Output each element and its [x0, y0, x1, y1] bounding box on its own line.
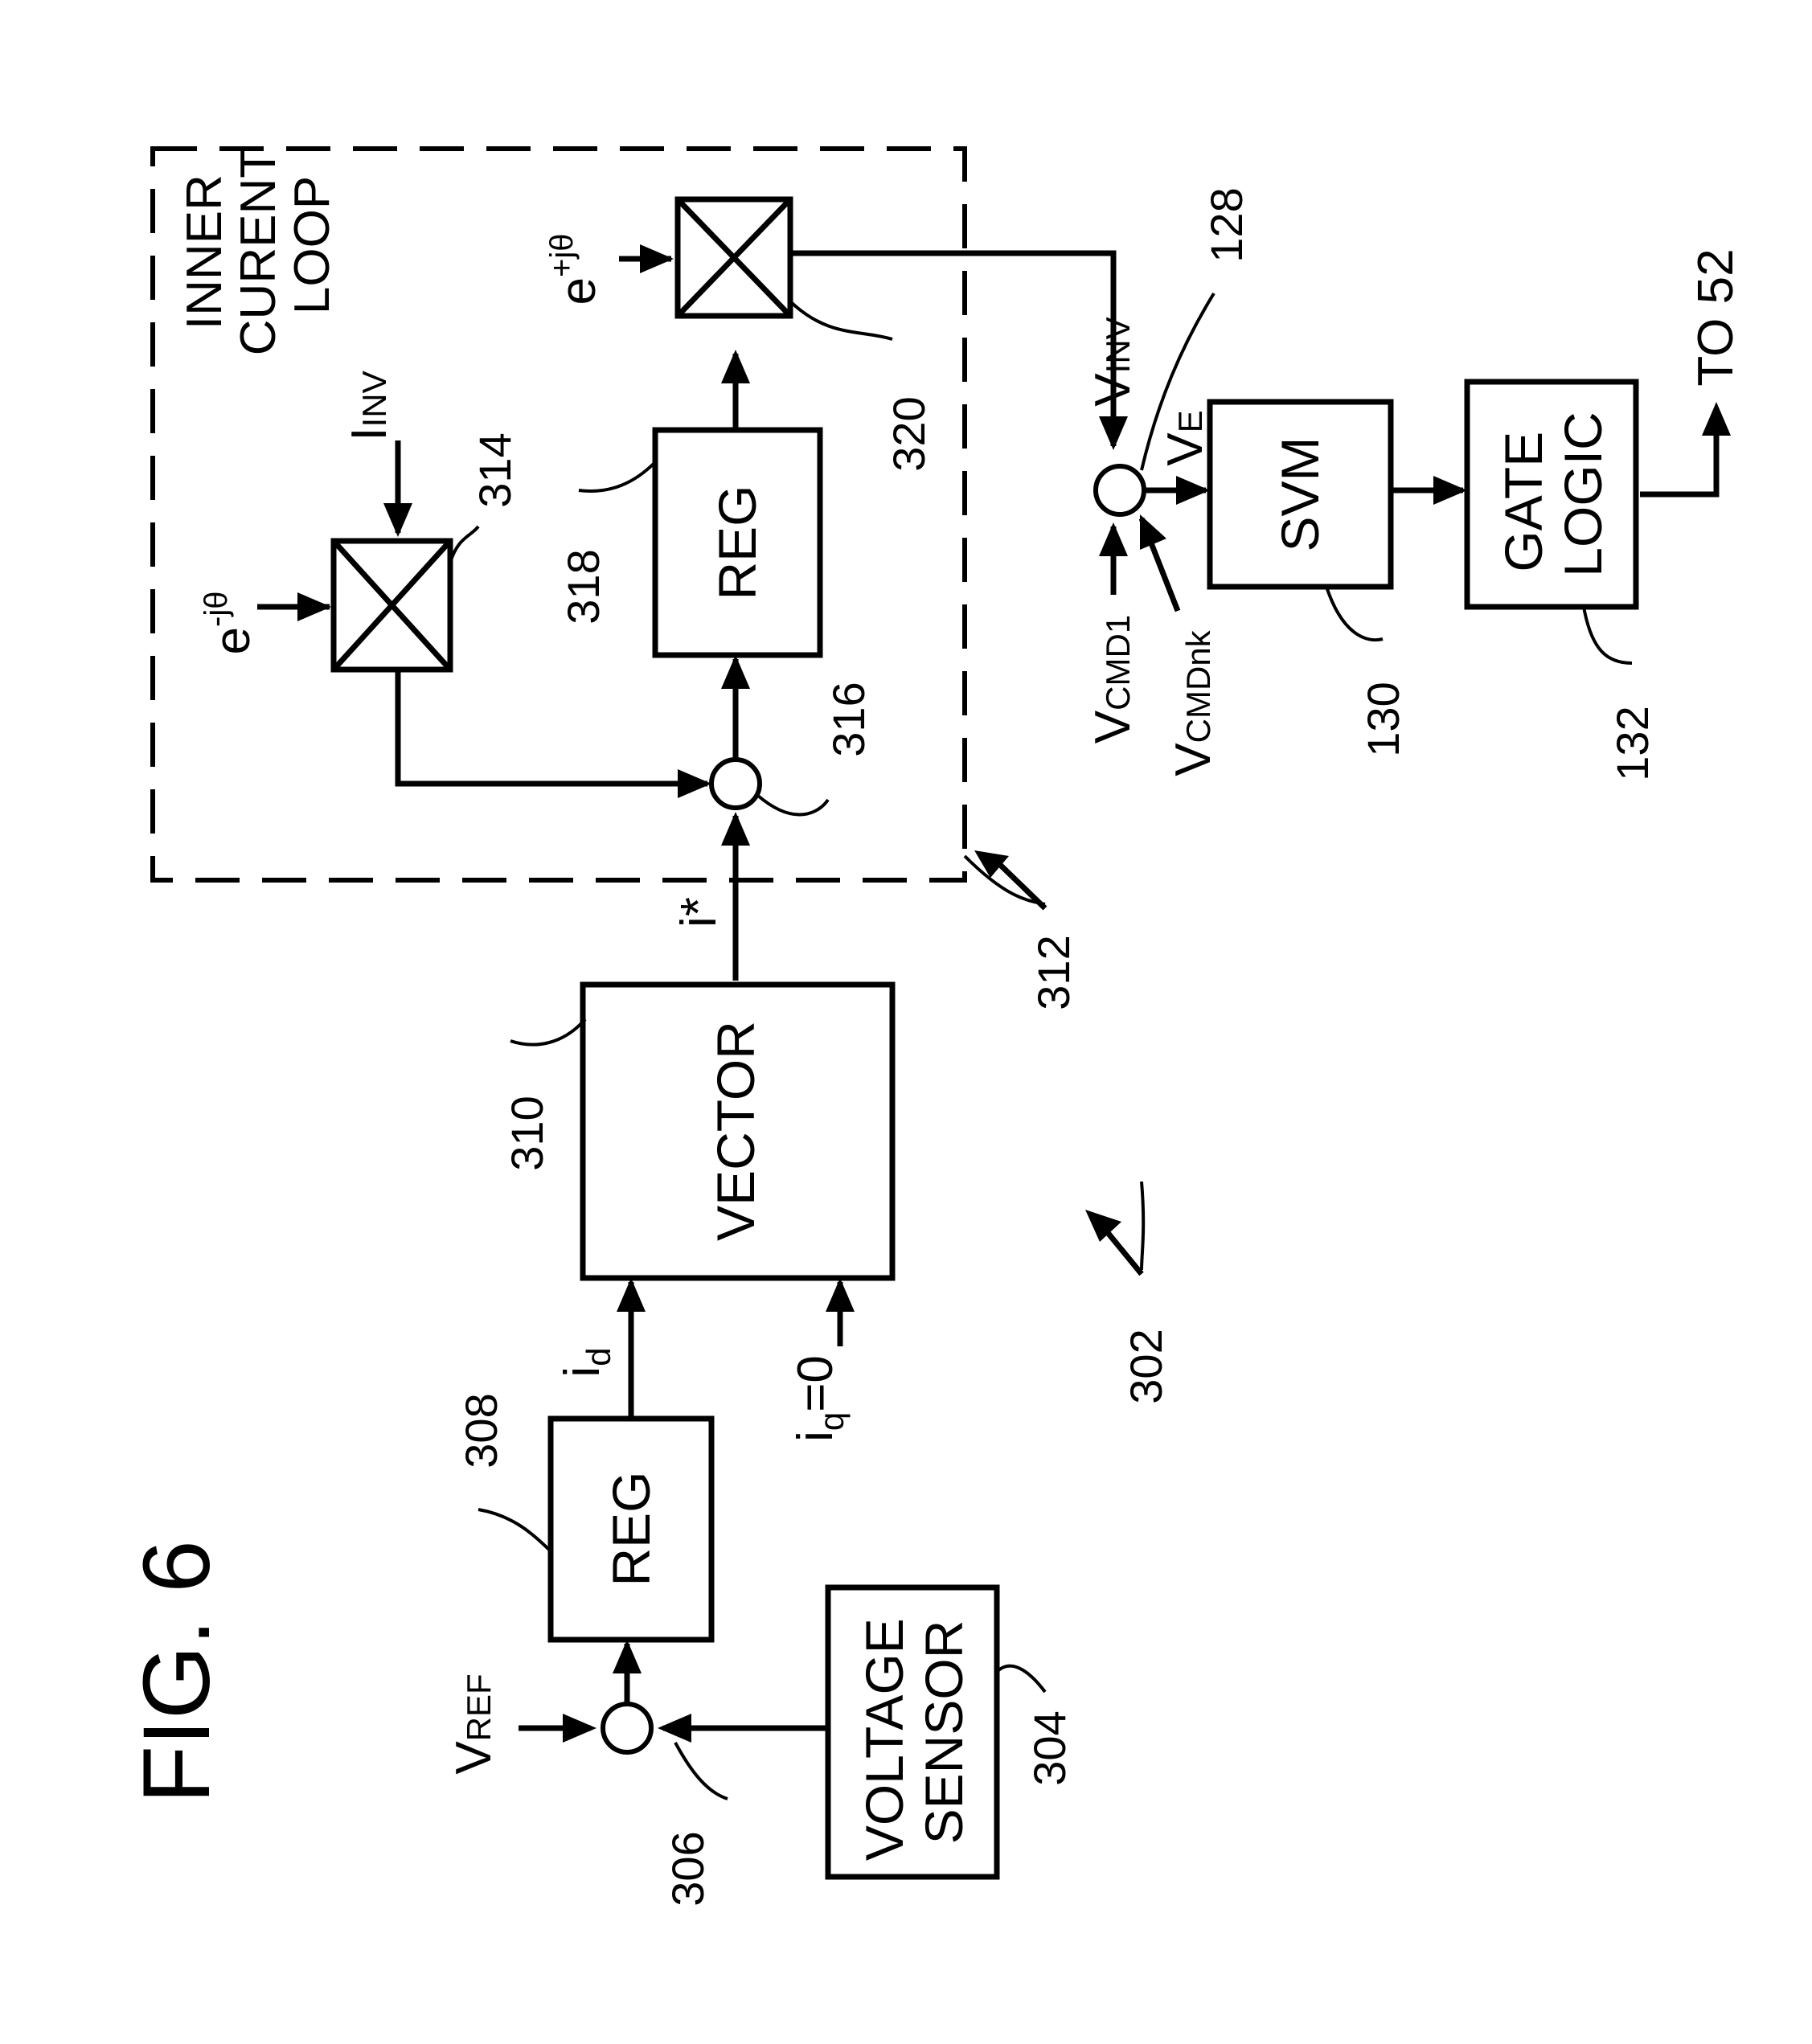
- svg-text:VOLTAGE SENSOR: VOLTAGE SENSOR: [855, 1604, 974, 1861]
- loop-312-pointer: [974, 850, 1045, 908]
- signal-istar: i*: [671, 897, 727, 928]
- system-302-pointer: [1085, 1210, 1142, 1274]
- gate-logic-line-1: GATE: [1494, 432, 1553, 572]
- signal-iq: iq=0: [788, 1355, 851, 1442]
- ref-306: 306: [662, 1831, 713, 1906]
- ref-302: 302: [1121, 1329, 1171, 1403]
- signal-e-minus: e-jθ: [199, 592, 260, 655]
- signal-id: id: [555, 1347, 617, 1377]
- signal-vcmd1: VCMD1: [1085, 615, 1141, 743]
- ref-320: 320: [883, 396, 934, 471]
- voltage-sensor-line-1: VOLTAGE: [855, 1618, 914, 1861]
- ref-130: 130: [1358, 682, 1408, 756]
- signal-e-plus: e+jθ: [544, 234, 606, 305]
- signal-vinv: VINV: [1085, 317, 1141, 406]
- signal-to-52: TO 52: [1688, 248, 1744, 386]
- figure-title: FIG. 6: [124, 1540, 230, 1804]
- signal-vcmdnk: VCMDnk: [1166, 629, 1221, 776]
- svg-text:GATE LOGIC: GATE LOGIC: [1494, 412, 1613, 576]
- ref-310: 310: [502, 1096, 552, 1170]
- ref-128: 128: [1201, 187, 1252, 262]
- reg-block-308: REG: [551, 1419, 711, 1640]
- svm-label: SVM: [1270, 436, 1330, 551]
- signal-iinv: IINV: [342, 371, 397, 440]
- ref-316: 316: [823, 682, 874, 756]
- gate-logic-block: GATE LOGIC: [1467, 382, 1636, 607]
- voltage-sensor-line-2: SENSOR: [914, 1620, 974, 1845]
- multiplier-314: [334, 541, 450, 670]
- signal-ve: VE: [1158, 410, 1213, 465]
- reg-block-318: REG: [655, 430, 820, 655]
- ref-318: 318: [558, 549, 609, 624]
- ref-312: 312: [1028, 935, 1079, 1010]
- loop-line-2: CURENT: [231, 149, 286, 355]
- vector-label: VECTOR: [706, 1021, 765, 1241]
- signal-vref: VREF: [446, 1673, 502, 1774]
- ref-132: 132: [1607, 706, 1658, 780]
- ref-304: 304: [1024, 1710, 1075, 1785]
- reg-308-label: REG: [601, 1471, 661, 1586]
- ref-314: 314: [469, 432, 520, 507]
- loop-line-3: LOOP: [285, 176, 340, 314]
- summing-junction-128: [1096, 466, 1144, 514]
- summing-junction-306: [603, 1704, 651, 1752]
- svm-block: SVM: [1210, 402, 1391, 587]
- ref-308: 308: [456, 1393, 506, 1468]
- summing-junction-316: [711, 760, 760, 808]
- vector-block: VECTOR: [583, 985, 892, 1278]
- voltage-sensor-block: VOLTAGE SENSOR: [828, 1587, 997, 1877]
- gate-logic-line-2: LOGIC: [1553, 412, 1613, 576]
- svg-text:INNER CURENT LOOP: INNER CURENT LOOP: [177, 135, 340, 355]
- loop-line-1: INNER: [177, 174, 232, 330]
- reg-318-label: REG: [707, 485, 767, 600]
- multiplier-320: [678, 199, 790, 316]
